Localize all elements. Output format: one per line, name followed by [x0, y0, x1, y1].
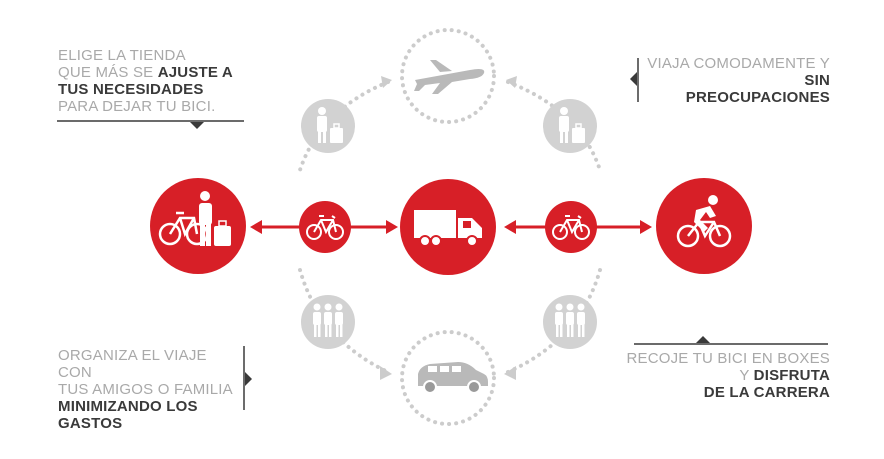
text-bottom-left: ORGANIZA EL VIAJE CON TUS AMIGOS O FAMIL… [58, 347, 243, 432]
cyclist-riding-icon [676, 195, 732, 248]
arrowhead-bottom-right [504, 366, 516, 380]
text-top-left-line2-light: QUE MÁS SE [58, 64, 158, 81]
text-bottom-right-line3: DE LA CARRERA [703, 384, 830, 401]
group-people-icon [555, 303, 585, 337]
car-node [400, 330, 496, 426]
text-decorations [57, 58, 828, 410]
text-top-left-line3: TUS NECESIDADES [58, 81, 204, 98]
text-top-left-line1: ELIGE LA TIENDA [58, 47, 186, 64]
text-top-left-line2-bold: AJUSTE A [157, 64, 233, 81]
group-node-left [301, 295, 355, 349]
arrowhead-top-right [506, 76, 517, 88]
text-bottom-right: RECOJE TU BICI EN BOXES Y DISFRUTA DE LA… [620, 350, 830, 401]
text-bottom-right-line2-light: Y [739, 367, 754, 384]
traveler-node-left [301, 99, 355, 153]
text-bottom-left-line4: GASTOS [58, 415, 123, 432]
traveler-luggage-icon [317, 107, 343, 143]
bike-node-left [299, 201, 351, 253]
pointer-top-left [190, 122, 204, 129]
cyclist-with-luggage-icon [158, 191, 231, 246]
shop-node [150, 178, 246, 274]
traveler-luggage-icon [559, 107, 585, 143]
race-node [656, 178, 752, 274]
arrowhead-bottom-left [380, 366, 392, 380]
traveler-node-right [543, 99, 597, 153]
truck-icon [414, 210, 482, 247]
airplane-node [400, 28, 496, 124]
text-top-right-line3: PREOCUPACIONES [685, 89, 830, 106]
car-icon [418, 362, 488, 394]
ring-arc-top-left [298, 80, 390, 172]
airplane-icon [414, 60, 485, 94]
arc-arrowheads [380, 76, 517, 380]
pointer-top-right [630, 72, 637, 86]
text-bottom-right-line1: RECOJE TU BICI EN BOXES [626, 350, 830, 367]
text-top-right: VIAJA COMODAMENTE Y SIN PREOCUPACIONES [640, 55, 830, 106]
bicycle-icon [306, 215, 344, 240]
group-node-right [543, 295, 597, 349]
text-top-left: ELIGE LA TIENDA QUE MÁS SE AJUSTE A TUS … [58, 47, 258, 115]
text-top-left-line4: PARA DEJAR TU BICI. [58, 98, 216, 115]
pointer-bottom-left [245, 372, 252, 386]
truck-node [400, 179, 496, 275]
text-bottom-left-line1: ORGANIZA EL VIAJE CON [58, 347, 207, 381]
pointer-bottom-right [696, 336, 710, 343]
arrowhead-top-left [381, 76, 392, 88]
group-people-icon [313, 303, 343, 337]
text-top-right-line1: VIAJA COMODAMENTE Y [647, 55, 830, 72]
bicycle-icon [552, 215, 590, 240]
text-bottom-left-line2: TUS AMIGOS O FAMILIA [58, 381, 233, 398]
bike-node-right [545, 201, 597, 253]
text-bottom-left-line3: MINIMIZANDO LOS [58, 398, 198, 415]
text-bottom-right-line2-bold: DISFRUTA [753, 367, 830, 384]
text-top-right-line2: SIN [804, 72, 830, 89]
ring-arc-bottom-left [298, 268, 390, 374]
